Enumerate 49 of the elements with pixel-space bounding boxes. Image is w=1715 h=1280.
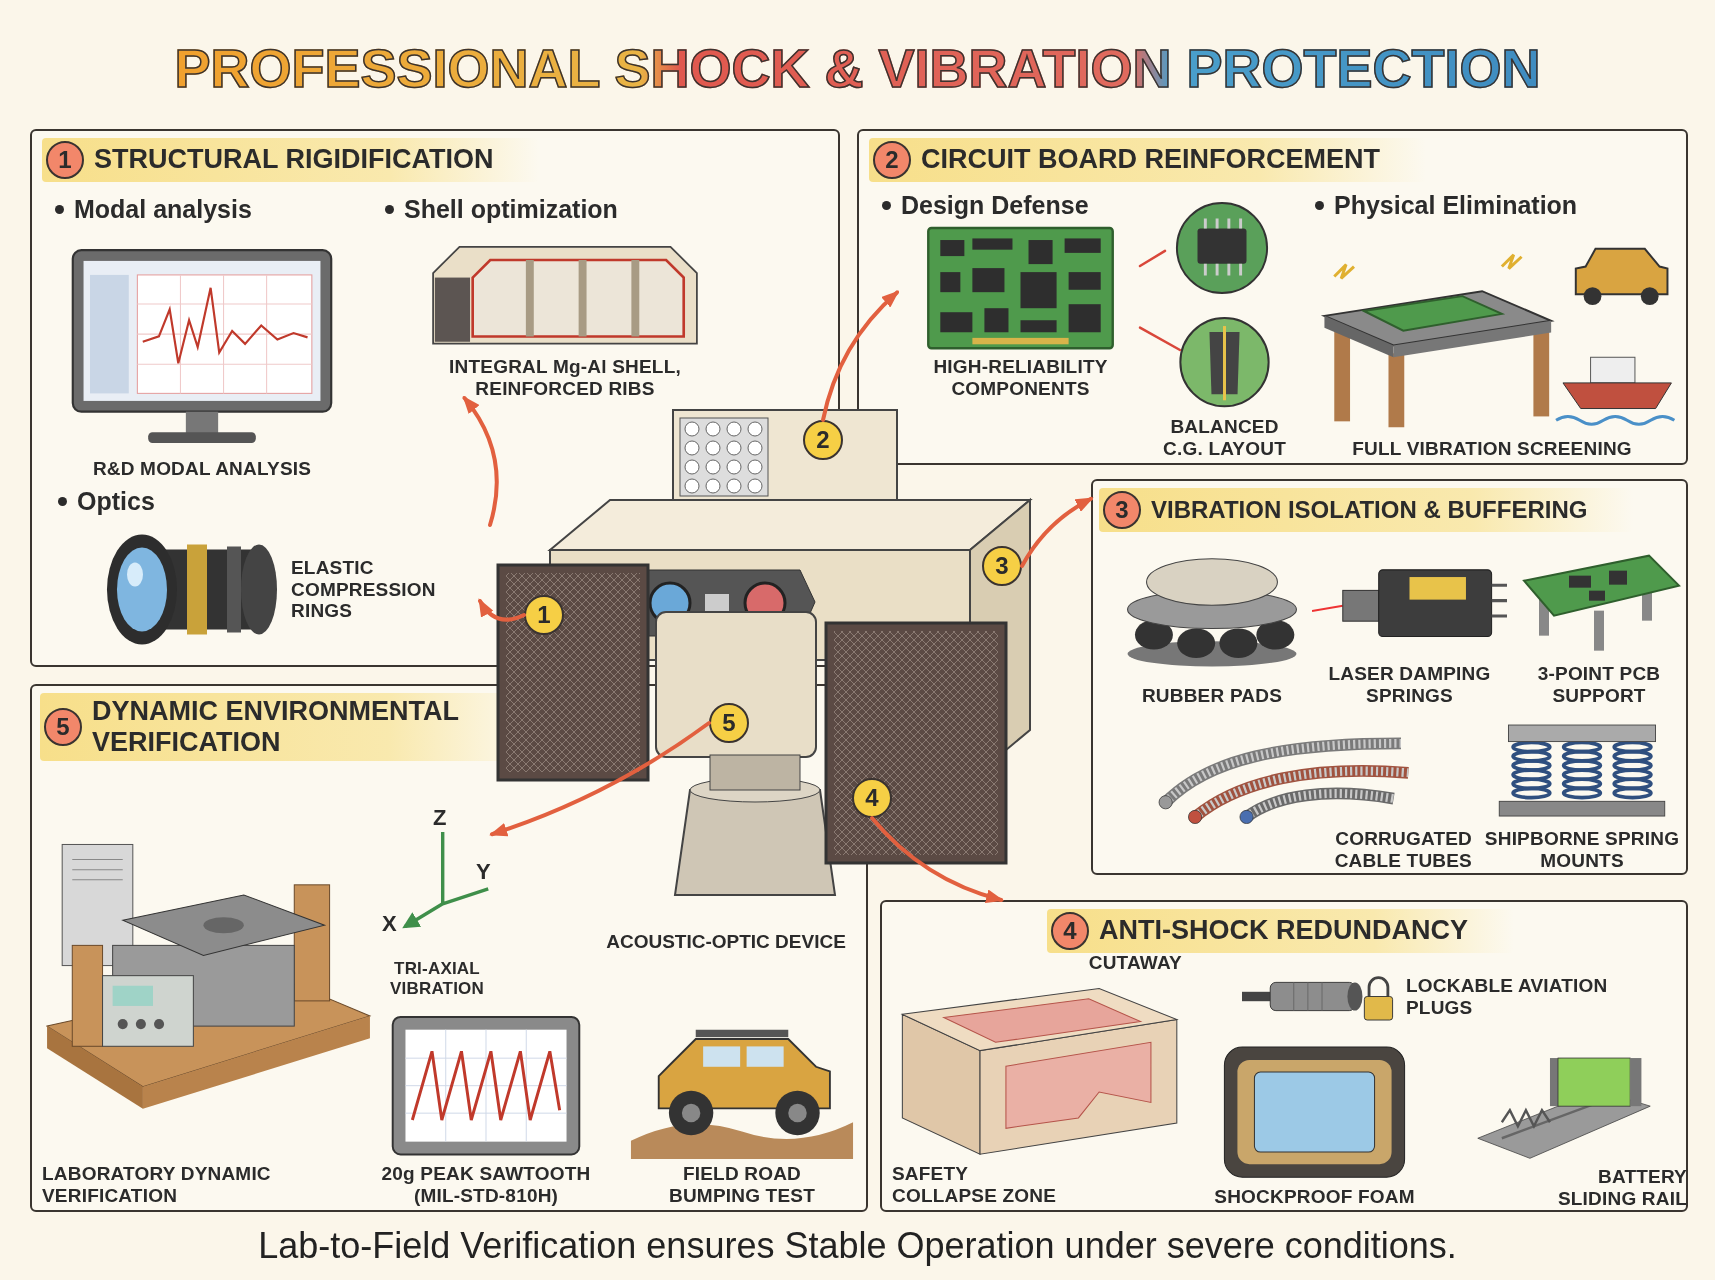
node-label: SHOCKPROOF FOAM (1214, 1186, 1415, 1208)
bullet-text: Design Defense (901, 190, 1089, 221)
node-label: 3-POINT PCB SUPPORT (1536, 663, 1662, 707)
caption-text: Lab-to-Field Verification ensures Stable Operation under severe conditions. (257, 1224, 1458, 1268)
axis-label: X (382, 912, 397, 936)
section-number: 3 (1103, 491, 1141, 529)
node-label: CORRUGATED CABLE TUBES (1333, 828, 1472, 872)
section-heading: ANTI-SHOCK REDUNDANCY (1099, 915, 1468, 947)
section-heading: STRUCTURAL RIGIDIFICATION (94, 144, 494, 176)
node-label: CUTAWAY (1088, 952, 1182, 974)
node-label: LABORATORY DYNAMIC VERIFICATION (42, 1163, 272, 1207)
node-label: SAFETY COLLAPSE ZONE (892, 1163, 1058, 1207)
arrow (821, 290, 900, 422)
connector-line (1138, 249, 1167, 268)
node-label: LOCKABLE AVIATION PLUGS (1406, 974, 1609, 1019)
node-label: FULL VIBRATION SCREENING (1352, 438, 1632, 460)
bullet-text: Physical Elimination (1334, 190, 1578, 221)
arrow (478, 598, 526, 622)
section-number: 1 (46, 141, 84, 179)
node-label: INTEGRAL Mg-Al SHELL, REINFORCED RIBS (448, 356, 682, 400)
section-panel (1091, 479, 1688, 875)
arrow (489, 721, 711, 837)
node-label: 20g PEAK SAWTOOTH (MIL-STD-810H) (380, 1163, 592, 1207)
section-heading: DYNAMIC ENVIRONMENTAL VERIFICATION (92, 696, 460, 759)
axis-label: Y (476, 860, 491, 884)
axis-label: Z (433, 806, 447, 830)
bullet-text: Optics (77, 486, 155, 517)
node-label: SHIPBORNE SPRING MOUNTS (1484, 828, 1680, 872)
section-heading: CIRCUIT BOARD REINFORCEMENT (921, 144, 1380, 176)
bullet-text: Shell optimization (404, 194, 618, 225)
node-label: HIGH-RELIABILITY COMPONENTS (932, 356, 1109, 400)
node-label: BALANCED C.G. LAYOUT (1162, 416, 1287, 460)
node-label: LASER DAMPING SPRINGS (1327, 663, 1492, 707)
node-label: FIELD ROAD BUMPING TEST (668, 1163, 816, 1207)
node-label: TRI-AXIAL VIBRATION (388, 959, 485, 999)
node-label: ELASTIC COMPRESSION RINGS (291, 556, 437, 623)
section-heading: VIBRATION ISOLATION & BUFFERING (1151, 496, 1588, 524)
section-number: 4 (1051, 912, 1089, 950)
device-label: ACOUSTIC-OPTIC DEVICE (605, 930, 847, 954)
bullet-text: Modal analysis (74, 194, 252, 225)
section-number: 2 (873, 141, 911, 179)
node-label: RUBBER PADS (1141, 685, 1283, 707)
node-label: R&D MODAL ANALYSIS (92, 458, 312, 480)
connector-line (1138, 326, 1182, 352)
arrow (870, 816, 1005, 903)
arrow (462, 395, 499, 527)
section-panel (857, 129, 1688, 465)
section-panel (880, 900, 1688, 1212)
section-number: 5 (44, 708, 82, 747)
